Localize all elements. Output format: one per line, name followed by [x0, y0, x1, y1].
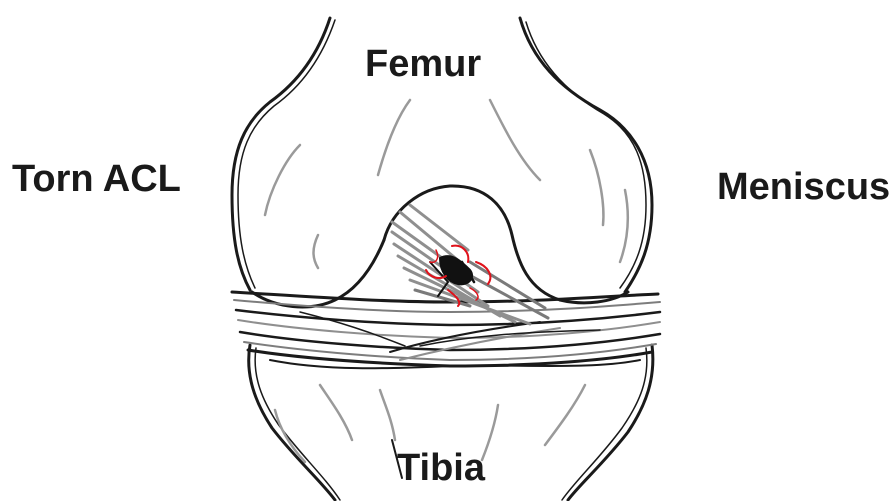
femur-shading — [265, 100, 628, 268]
femur-label: Femur — [365, 45, 481, 83]
torn-acl-label: Torn ACL — [12, 160, 181, 198]
tibia-label: Tibia — [397, 449, 485, 487]
meniscus-label: Meniscus — [717, 168, 889, 206]
acl-ligament — [392, 205, 548, 324]
